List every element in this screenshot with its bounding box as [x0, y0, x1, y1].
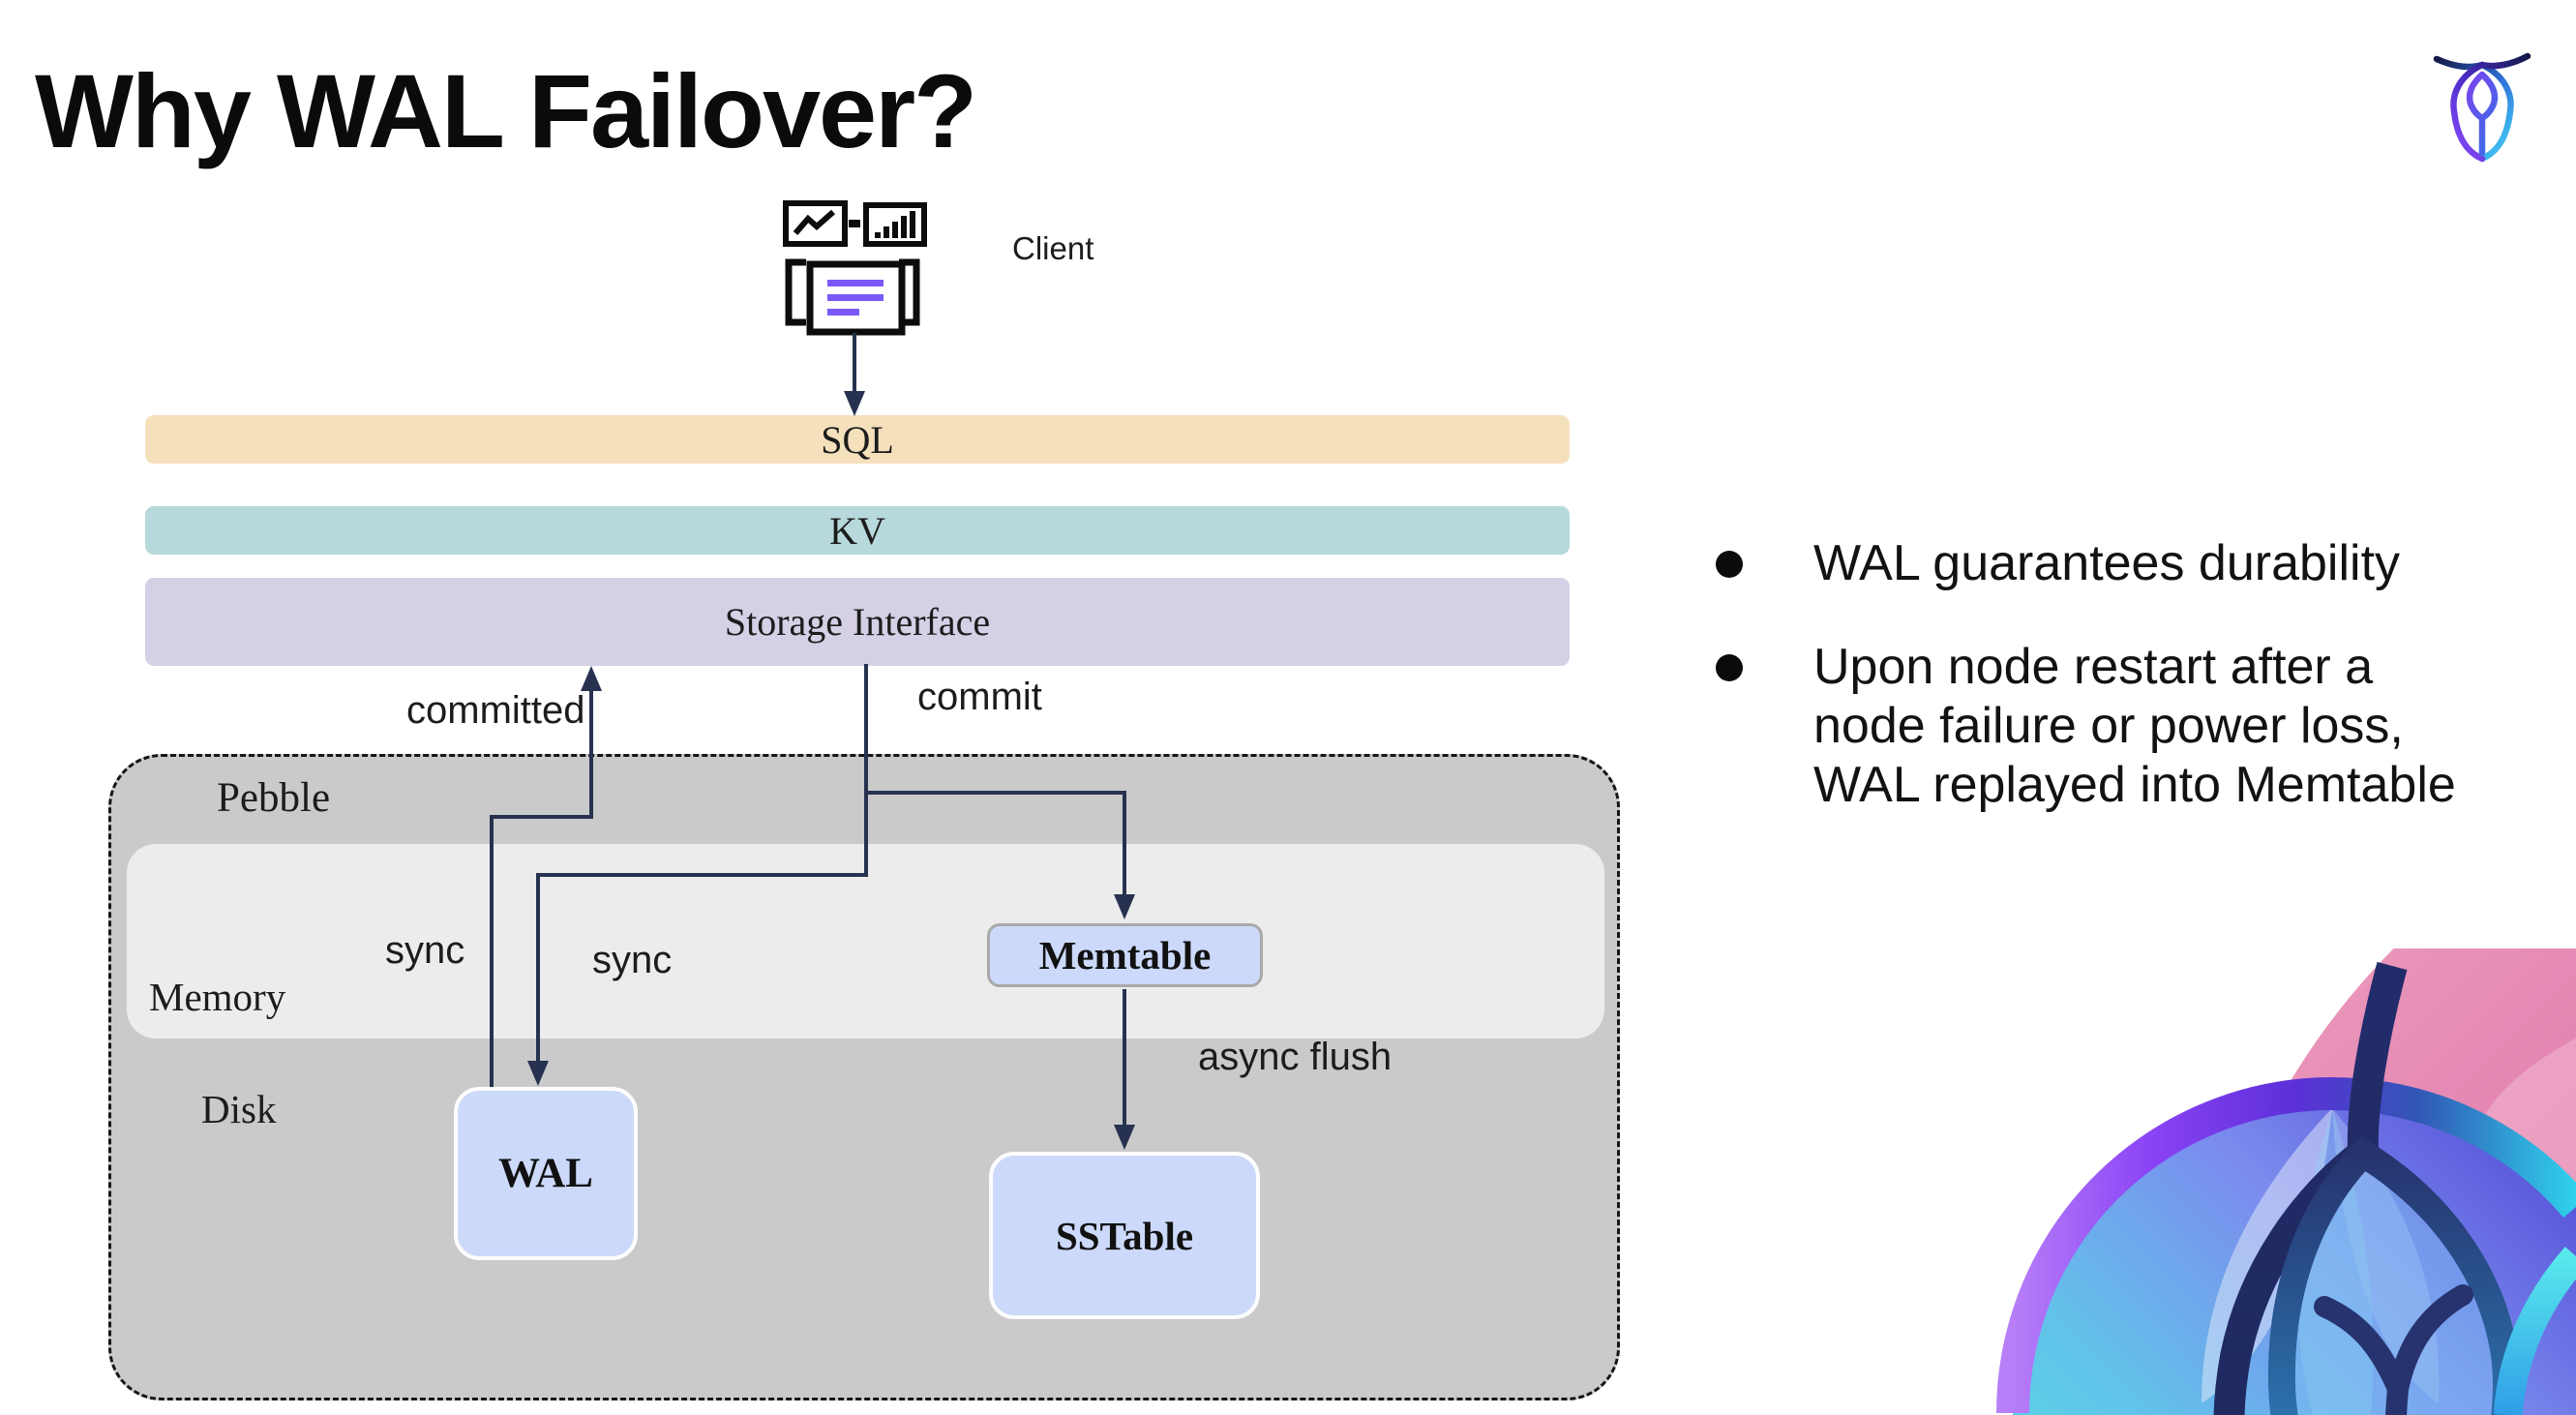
edge-label-committed: committed	[406, 689, 585, 732]
memtable-node: Memtable	[987, 923, 1263, 987]
leaf-stem	[2314, 1284, 2473, 1415]
sstable-node: SSTable	[989, 1152, 1260, 1319]
edge-label-sync-left: sync	[385, 929, 465, 972]
bullet-list: WAL guarantees durability Upon node rest…	[1711, 534, 2520, 815]
memory-region	[127, 844, 1604, 1039]
client-dashboard-icon	[783, 200, 927, 336]
list-item: WAL guarantees durability	[1711, 534, 2491, 593]
layer-label-kv: KV	[829, 508, 885, 553]
wal-node: WAL	[454, 1087, 638, 1260]
memtable-node-label: Memtable	[1038, 933, 1212, 978]
bullet-dot-icon	[1716, 551, 1743, 578]
page-title: Why WAL Failover?	[35, 52, 977, 169]
layer-bar-kv: KV	[145, 506, 1570, 555]
layer-bar-storage-interface: Storage Interface	[145, 578, 1570, 666]
purple-arc-stroke	[1996, 1077, 2576, 1414]
arrowhead-committed	[581, 666, 602, 691]
disk-label: Disk	[201, 1087, 277, 1131]
bullet-text: WAL guarantees durability	[1813, 535, 2401, 591]
bullet-text: Upon node restart after a node failure o…	[1813, 639, 2456, 813]
edge-label-commit: commit	[917, 676, 1042, 718]
bullet-dot-icon	[1716, 654, 1743, 681]
sstable-node-label: SSTable	[1055, 1213, 1194, 1258]
wal-node-label: WAL	[498, 1151, 593, 1196]
pebble-label: Pebble	[217, 775, 331, 821]
arrowhead-client	[844, 391, 865, 416]
edge-label-async-flush: async flush	[1198, 1036, 1393, 1078]
cyan-accent-stroke	[2494, 1247, 2576, 1415]
layer-label-storage-interface: Storage Interface	[724, 600, 991, 644]
client-label: Client	[1012, 230, 1094, 266]
leaf-outline	[2267, 1136, 2521, 1415]
list-item: Upon node restart after a node failure o…	[1711, 638, 2491, 815]
layer-bar-sql: SQL	[145, 415, 1570, 464]
cockroachdb-logo-icon	[2433, 52, 2531, 163]
edge-label-sync-right: sync	[592, 939, 673, 981]
cockroachdb-gradient-artwork	[1996, 948, 2576, 1415]
memory-label: Memory	[149, 975, 286, 1019]
layer-label-sql: SQL	[821, 417, 894, 462]
